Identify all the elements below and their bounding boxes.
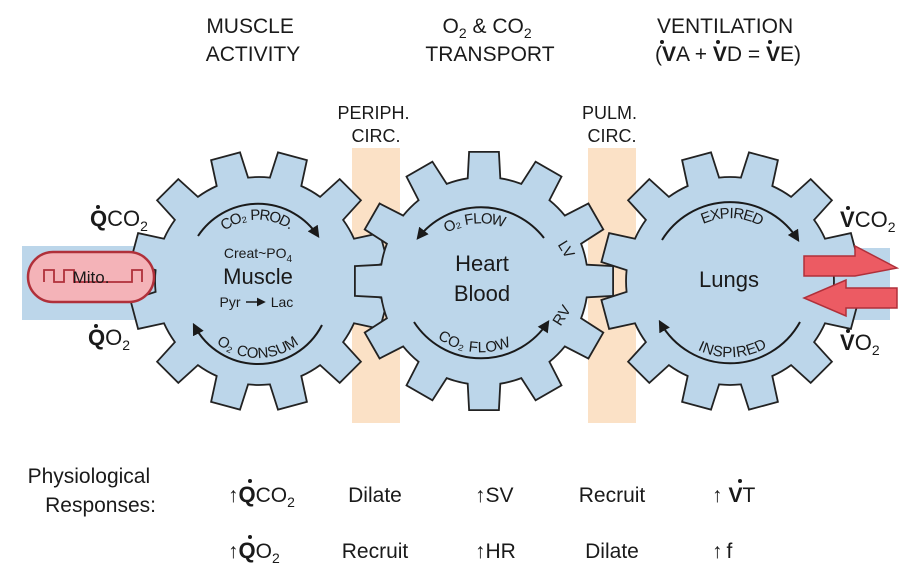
resp-qo2: ↑QO2 <box>228 538 280 564</box>
vco2-label: VCO2 <box>840 207 896 235</box>
qco2-dot <box>96 205 100 209</box>
peripheral-circulation-label: PERIPH. CIRC. <box>337 103 414 146</box>
resp-hr: ↑HR <box>475 540 516 563</box>
header-transport: O2 & CO2 TRANSPORT <box>425 15 554 66</box>
qo2-label: QO2 <box>88 325 130 353</box>
pyruvate-label: Pyr <box>220 294 241 310</box>
resp-vt: ↑VT <box>712 484 756 507</box>
vco2-dot <box>846 206 850 210</box>
resp-vt-dot <box>738 479 742 483</box>
resp-recruit-2: Recruit <box>342 540 409 563</box>
resp-dilate-1: Dilate <box>348 484 402 507</box>
resp-sv: ↑SV <box>475 484 514 507</box>
vo2-label: VO2 <box>840 330 880 358</box>
vo2-dot <box>846 329 850 333</box>
resp-qco2: ↑QCO2 <box>228 482 295 510</box>
blood-label: Blood <box>454 281 510 306</box>
qco2-label: QCO2 <box>90 206 148 234</box>
responses-title: Physiological Responses: <box>28 465 156 517</box>
lungs-label: Lungs <box>699 267 759 292</box>
header-muscle-activity: MUSCLE ACTIVITY <box>206 15 301 66</box>
lactate-label: Lac <box>271 294 294 310</box>
header-ventilation: VENTILATION (VA + VD = VE) <box>655 15 801 66</box>
mito-label: Mito. <box>73 268 110 287</box>
resp-dilate-2: Dilate <box>585 540 639 563</box>
resp-qo2-dot <box>248 535 252 539</box>
muscle-label: Muscle <box>223 264 293 289</box>
heart-label: Heart <box>455 251 509 276</box>
pulmonary-circulation-label: PULM. CIRC. <box>582 103 642 146</box>
resp-qco2-dot <box>248 479 252 483</box>
resp-f: ↑f <box>712 540 733 563</box>
qo2-dot <box>94 324 98 328</box>
resp-recruit-1: Recruit <box>579 484 646 507</box>
mitochondrion-icon: Mito. <box>28 252 154 302</box>
